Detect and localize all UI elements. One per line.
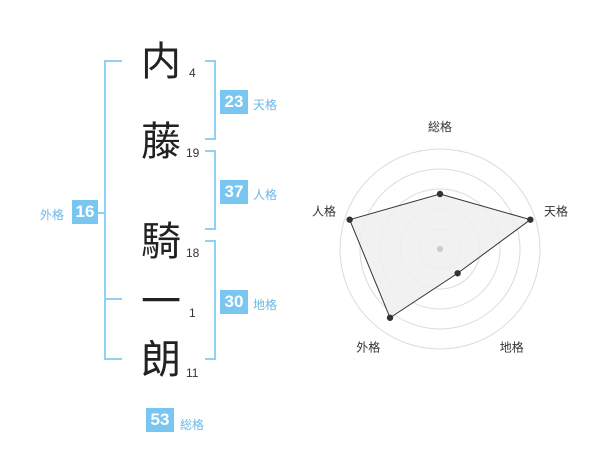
radar-point-2 bbox=[527, 216, 534, 223]
jinkaku-bracket-top bbox=[205, 150, 216, 152]
gaikaku-bracket-connector bbox=[98, 212, 106, 214]
stroke-count-2: 19 bbox=[186, 146, 200, 160]
radar-ring-2 bbox=[359, 168, 521, 330]
stroke-count-1: 4 bbox=[189, 66, 196, 80]
tenkaku-value: 23 bbox=[220, 90, 248, 114]
radar-axis-label-3: 地格 bbox=[500, 340, 524, 355]
chikaku-value: 30 bbox=[220, 290, 248, 314]
radar-point-5 bbox=[346, 216, 353, 223]
tenkaku-bracket-bottom bbox=[205, 138, 216, 140]
chikaku-label: 地格 bbox=[253, 298, 278, 312]
radar-point-1 bbox=[436, 190, 444, 198]
soukaku-value: 53 bbox=[146, 408, 174, 432]
chikaku-bracket-bottom bbox=[205, 358, 216, 360]
tenkaku-bracket-vertical bbox=[214, 60, 216, 140]
stroke-count-3: 18 bbox=[186, 246, 200, 260]
radar-axis-label-2: 天格 bbox=[544, 203, 568, 218]
name-char-4: 一 bbox=[141, 279, 181, 325]
jinkaku-label: 人格 bbox=[253, 188, 278, 202]
jinkaku-bracket-vertical bbox=[214, 150, 216, 230]
radar-point-4 bbox=[386, 314, 394, 321]
radar-axis-label-5: 人格 bbox=[312, 203, 336, 218]
jinkaku-value: 37 bbox=[220, 180, 248, 204]
tenkaku-bracket-top bbox=[205, 60, 216, 62]
stroke-count-4: 1 bbox=[189, 306, 196, 320]
tenkaku-label: 天格 bbox=[253, 98, 278, 112]
radar-axis-label-1: 総格 bbox=[428, 119, 452, 134]
name-char-1: 内 bbox=[141, 39, 181, 85]
chikaku-bracket-vertical bbox=[214, 240, 216, 360]
radar-center-dot bbox=[437, 246, 443, 252]
radar-area bbox=[348, 193, 532, 319]
gaikaku-bracket-top bbox=[104, 60, 122, 62]
soukaku-label: 総格 bbox=[180, 418, 205, 432]
radar-ring-1 bbox=[339, 148, 541, 350]
gaikaku-label: 外格 bbox=[40, 208, 65, 222]
chikaku-bracket-top bbox=[205, 240, 216, 242]
radar-axis-label-4: 外格 bbox=[356, 340, 380, 355]
gaikaku-bracket-mid-tick bbox=[104, 298, 122, 300]
jinkaku-bracket-bottom bbox=[205, 228, 216, 230]
name-char-3: 騎 bbox=[141, 219, 181, 265]
gaikaku-bracket-vertical bbox=[104, 60, 106, 360]
gaikaku-value: 16 bbox=[72, 200, 98, 224]
stroke-count-5: 11 bbox=[186, 366, 199, 380]
gaikaku-bracket-bottom bbox=[104, 358, 122, 360]
name-char-2: 藤 bbox=[141, 119, 181, 165]
name-char-5: 朗 bbox=[141, 337, 181, 383]
radar-point-3 bbox=[454, 270, 461, 277]
